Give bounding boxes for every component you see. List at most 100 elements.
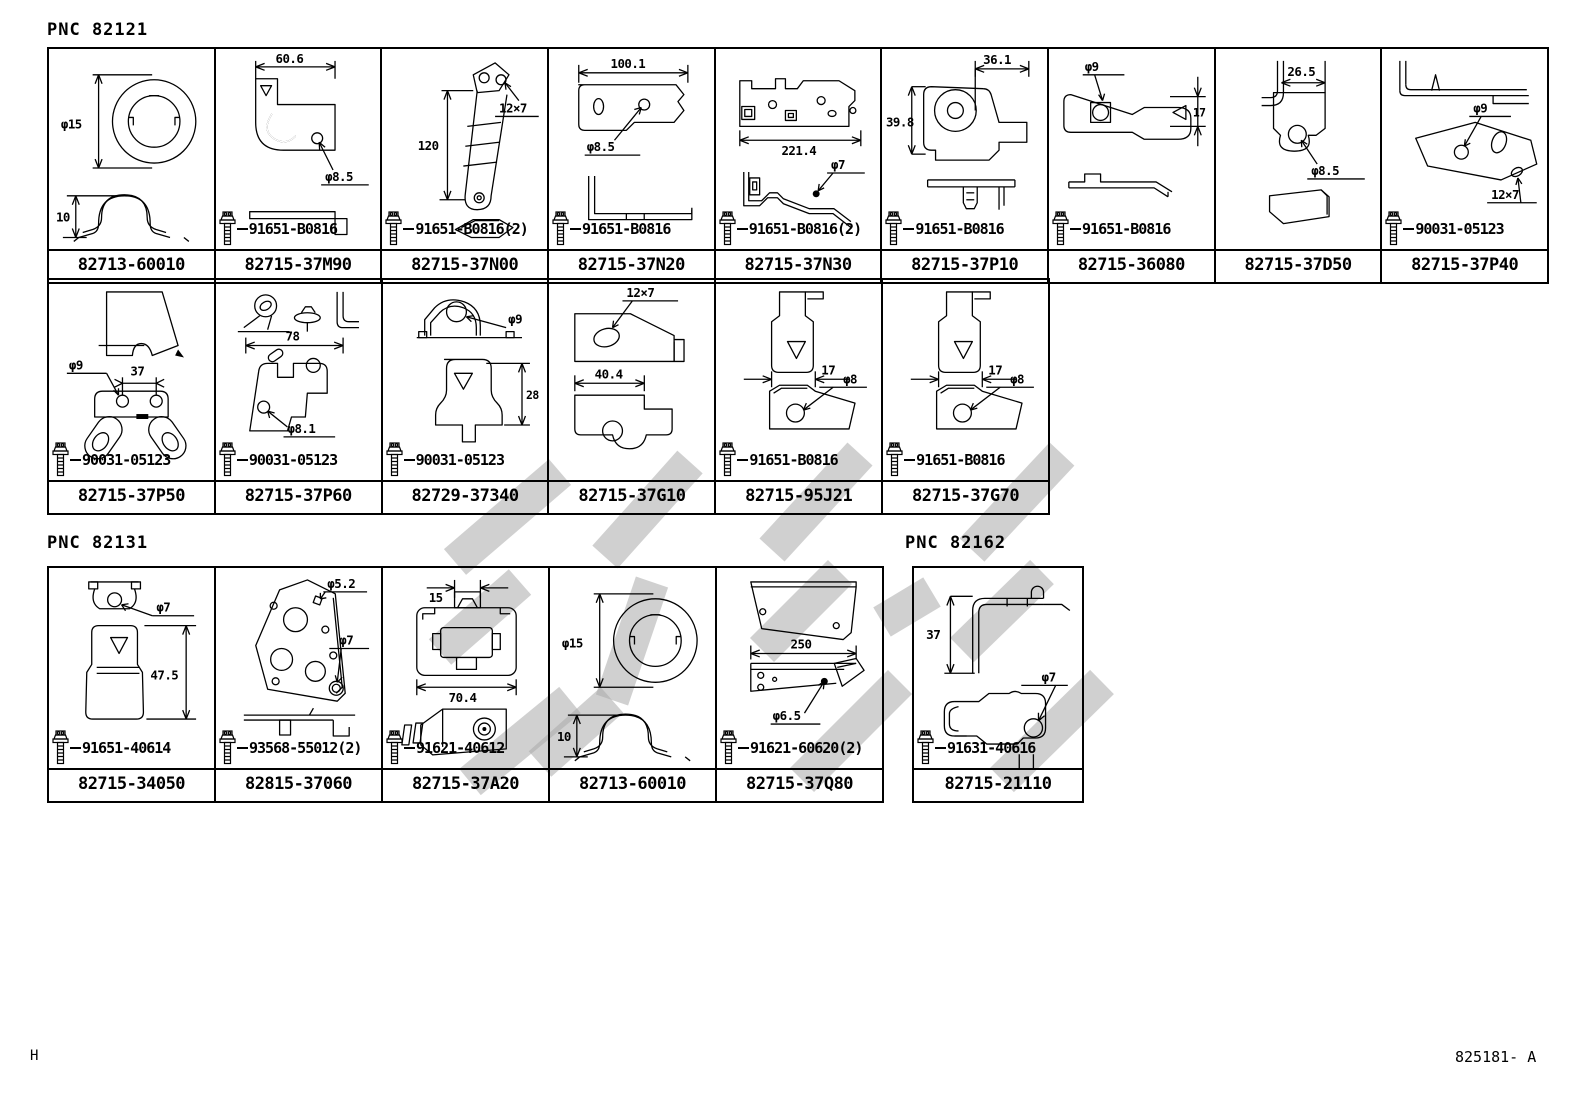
flange-bolt-icon: [1385, 211, 1402, 246]
svg-text:221.4: 221.4: [781, 143, 816, 158]
bolt-leader-line: [70, 459, 81, 461]
part-drawing-82715-37q80: 250 φ6.5: [717, 568, 882, 768]
part-cell: φ9 17: [1049, 49, 1216, 282]
svg-text:39.8: 39.8: [886, 114, 914, 129]
part-drawing-82715-37p10: 36.1 39.8: [882, 49, 1047, 249]
svg-text:φ9: φ9: [1085, 59, 1099, 74]
part-cell: φ15 10 82713-60010: [550, 568, 717, 801]
svg-text:17: 17: [1193, 105, 1206, 119]
part-number-label: 82715-37A20: [383, 768, 548, 797]
bolt-part-number: 91651-B0816: [916, 451, 1005, 469]
part-drawing-82715-37g70: 17 φ8 91651: [883, 280, 1048, 480]
svg-text:φ8.5: φ8.5: [587, 139, 615, 154]
bolt-part-number: 90031-05123: [415, 451, 505, 469]
part-drawing-82715-37p40: φ9 12×7: [1382, 49, 1547, 249]
part-drawing-82715-34050: φ7 47.5: [49, 568, 214, 768]
part-cell: φ5.2 φ7: [216, 568, 383, 801]
svg-text:10: 10: [557, 729, 571, 744]
svg-text:φ9: φ9: [508, 312, 522, 327]
bolt-part-number: 93568-55012(2): [249, 739, 362, 757]
flange-bolt-icon: [917, 730, 934, 765]
svg-text:12×7: 12×7: [627, 285, 655, 300]
bolt-leader-line: [935, 747, 946, 749]
bolt-callout: 91631-40616: [917, 730, 1036, 766]
part-number-label: 82715-37G70: [883, 480, 1048, 509]
part-drawing-82715-37n30: 221.4 φ7: [716, 49, 881, 249]
svg-text:28: 28: [526, 388, 539, 402]
svg-text:37: 37: [926, 627, 940, 642]
flange-bolt-icon: [219, 211, 236, 246]
svg-text:φ15: φ15: [61, 116, 82, 131]
svg-text:250: 250: [791, 637, 812, 652]
part-drawing-82715-37m90: 60.6 φ8.5: [216, 49, 381, 249]
bolt-callout: 91651-B0816: [1052, 211, 1171, 247]
bolt-callout: 91651-B0816: [886, 442, 1005, 478]
part-cell: 37 φ7: [914, 568, 1082, 801]
bolt-callout: 90031-05123: [219, 442, 338, 478]
bolt-part-number: 91651-B0816: [915, 220, 1004, 238]
bolt-part-number: 91651-B0816(2): [748, 220, 862, 238]
svg-text:12×7: 12×7: [1491, 187, 1519, 202]
part-cell: 12×7 40.4 82715-37G10: [549, 280, 717, 513]
parts-table-row-1: φ15 10 82713-60010: [47, 47, 1549, 284]
svg-text:36.1: 36.1: [984, 52, 1012, 67]
part-drawing-82713-60010: φ15 10: [49, 49, 214, 249]
part-drawing-82715-21110: 37 φ7: [914, 568, 1082, 769]
svg-text:φ9: φ9: [1474, 100, 1488, 115]
bolt-part-number: 90031-05123: [82, 451, 171, 469]
flange-bolt-icon: [219, 442, 236, 477]
bolt-part-number: 91651-B0816: [749, 451, 838, 469]
svg-text:φ8: φ8: [843, 371, 857, 386]
part-number-label: 82715-37P60: [215, 480, 381, 509]
bolt-leader-line: [904, 459, 916, 461]
footer-page-letter: H: [30, 1048, 39, 1064]
bolt-callout: 91621-40612: [386, 730, 505, 766]
svg-text:φ15: φ15: [562, 636, 583, 651]
svg-text:φ8: φ8: [1010, 371, 1024, 386]
bolt-part-number: 91651-B0816(2): [415, 220, 528, 238]
flange-bolt-icon: [719, 211, 736, 246]
part-number-label: 82715-37G10: [549, 480, 715, 509]
svg-text:60.6: 60.6: [275, 51, 303, 66]
part-number-label: 82715-34050: [49, 768, 214, 797]
part-cell: 60.6 φ8.5: [215, 49, 383, 282]
flange-bolt-icon: [386, 442, 403, 477]
bolt-leader-line: [737, 459, 749, 461]
parts-table-row-2: φ9 37: [47, 278, 1050, 515]
pnc-label-82162: PNC 82162: [905, 533, 1007, 553]
part-cell: φ9 12×7: [1382, 49, 1548, 282]
part-number-label: 82715-37N20: [549, 249, 714, 278]
svg-text:40.4: 40.4: [595, 366, 623, 381]
part-drawing-82729-37340: φ9 28: [383, 280, 548, 480]
part-cell: φ7 47.5: [49, 568, 216, 801]
bolt-leader-line: [404, 747, 415, 749]
part-number-label: 82715-36080: [1049, 249, 1214, 278]
bolt-leader-line: [903, 228, 915, 230]
bolt-part-number: 91651-B0816: [1082, 220, 1171, 238]
part-drawing-82715-37g10: 12×7 40.4: [549, 280, 714, 480]
bolt-part-number: 90031-05123: [1415, 220, 1504, 238]
bolt-part-number: 90031-05123: [248, 451, 338, 469]
part-cell: φ15 10 82713-60010: [49, 49, 216, 282]
svg-text:φ9: φ9: [69, 357, 83, 372]
bolt-callout: 91651-B0816: [719, 442, 839, 478]
svg-text:φ8.1: φ8.1: [287, 421, 315, 436]
part-number-label: 82715-21110: [914, 768, 1082, 797]
svg-text:37: 37: [130, 363, 144, 378]
part-number-label: 82715-95J21: [716, 480, 882, 509]
flange-bolt-icon: [385, 211, 402, 246]
part-cell: 250 φ6.5: [717, 568, 882, 801]
part-cell: 221.4 φ7: [715, 49, 883, 282]
svg-text:φ7: φ7: [831, 157, 845, 172]
part-number-label: 82715-37N30: [715, 249, 881, 278]
bolt-callout: 91651-B0816(2): [385, 211, 529, 247]
part-cell: 78 φ8.1: [215, 280, 383, 513]
pnc-label-82121: PNC 82121: [47, 20, 149, 40]
bolt-callout: 91621-60620(2): [720, 730, 863, 766]
bolt-callout: 90031-05123: [52, 442, 171, 478]
svg-text:φ6.5: φ6.5: [773, 708, 801, 723]
bolt-part-number: 91621-40612: [416, 739, 505, 757]
svg-text:47.5: 47.5: [150, 667, 178, 682]
part-cell: 36.1 39.8: [882, 49, 1050, 282]
